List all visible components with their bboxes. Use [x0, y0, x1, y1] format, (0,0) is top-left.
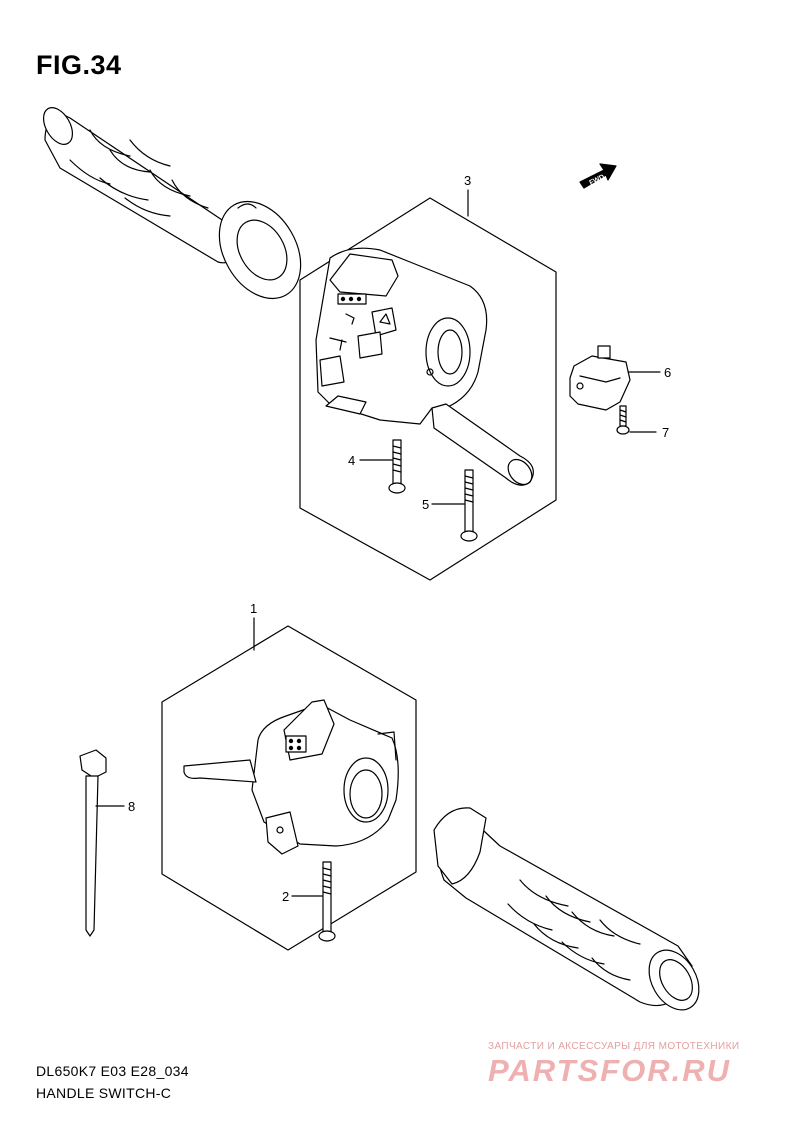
model-code: DL650K7 E03 E28_034 — [36, 1063, 189, 1079]
callout-7: 7 — [662, 425, 669, 440]
cable-tie-part-8 — [79, 749, 107, 937]
screw-part-7 — [616, 405, 630, 435]
callout-2: 2 — [282, 889, 289, 904]
watermark-tagline: ЗАПЧАСТИ И АКСЕССУАРЫ ДЛЯ МОТОТЕХНИКИ — [488, 1041, 740, 1052]
switch-module-part-6 — [569, 345, 631, 411]
assembly-frame-3 — [299, 197, 557, 581]
watermark-brand-logo: PARTSFOR.RU — [488, 1053, 732, 1088]
callout-3: 3 — [464, 173, 471, 188]
right-handlebar-grip — [433, 807, 700, 1011]
left-handle-switch — [183, 699, 399, 855]
fwd-arrow-icon — [579, 163, 617, 189]
screw-part-2 — [318, 861, 336, 942]
callout-5: 5 — [422, 497, 429, 512]
figure-title: FIG.34 — [36, 50, 122, 80]
callout-8: 8 — [128, 799, 135, 814]
left-handlebar-grip — [42, 107, 302, 300]
screw-part-5 — [460, 469, 478, 542]
fwd-label: FWD — [588, 174, 605, 187]
callout-6: 6 — [664, 365, 671, 380]
callout-1: 1 — [250, 601, 257, 616]
screw-part-4 — [388, 439, 406, 494]
part-title: HANDLE SWITCH-C — [36, 1085, 172, 1101]
callout-4: 4 — [348, 453, 355, 468]
assembly-frame-1 — [161, 625, 417, 951]
right-handle-switch — [315, 247, 534, 486]
